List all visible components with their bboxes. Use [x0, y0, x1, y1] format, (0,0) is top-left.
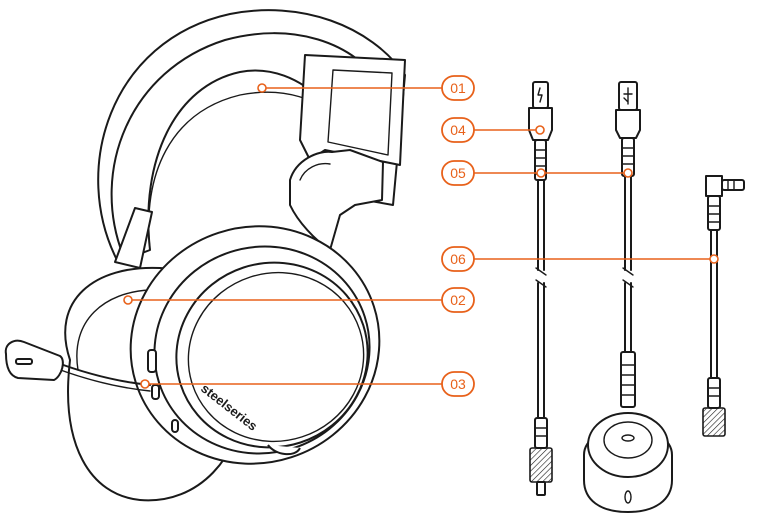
callouts: 01 02 03 04 05: [123, 75, 719, 397]
callout-02: 02: [123, 287, 475, 313]
audio-jack-connector-icon: [705, 175, 745, 197]
callout-05: 05: [441, 160, 633, 186]
usb-cable: [583, 81, 673, 513]
micro-usb-connector-icon: [532, 81, 549, 109]
callout-06: 06: [441, 246, 719, 272]
micro-usb-cable: [528, 81, 553, 496]
svg-text:03: 03: [450, 376, 466, 392]
svg-text:01: 01: [450, 80, 466, 96]
headband-slider: [299, 54, 406, 166]
callout-03: 03: [140, 371, 475, 397]
control-pod: [583, 412, 673, 513]
headset: steelseries: [4, 9, 406, 502]
svg-text:04: 04: [450, 122, 466, 138]
yoke: [289, 149, 384, 251]
svg-text:02: 02: [450, 292, 466, 308]
svg-text:06: 06: [450, 251, 466, 267]
microphone-head: [4, 339, 64, 381]
callout-01: 01: [257, 75, 475, 101]
audio-cable: [702, 175, 745, 437]
callout-04: 04: [441, 117, 545, 143]
headband-strap: [110, 32, 386, 256]
usb-connector-icon: [618, 81, 638, 111]
svg-text:05: 05: [450, 165, 466, 181]
